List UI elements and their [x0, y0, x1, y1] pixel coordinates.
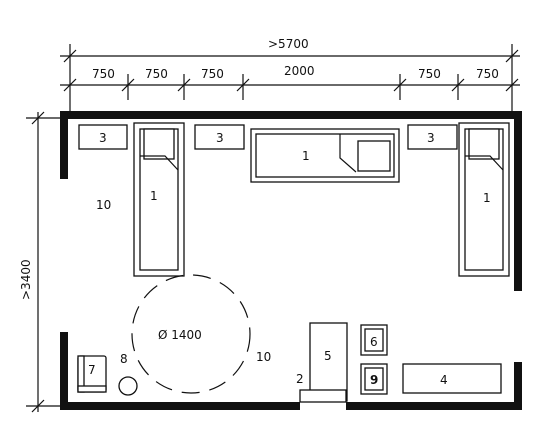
dim-overall-height: >3400 [19, 259, 33, 300]
round-table: 8 [118, 352, 138, 396]
item-9: 9 [360, 363, 388, 395]
dim-segment-1: 750 [92, 67, 115, 81]
furniture: 3 3 3 1 1 [77, 122, 510, 403]
bed-left: 1 [133, 122, 185, 277]
dimension-lines [26, 44, 520, 413]
bed-middle: 1 [250, 128, 400, 183]
bed-left-label: 1 [150, 189, 158, 203]
dimension-labels: >5700 750 750 750 2000 750 750 >3400 [19, 37, 499, 300]
svg-text:5: 5 [324, 349, 332, 363]
svg-text:4: 4 [440, 373, 448, 387]
chair: 7 [77, 355, 107, 393]
svg-text:2: 2 [296, 372, 304, 386]
bed-right: 1 [458, 122, 510, 277]
svg-text:3: 3 [99, 131, 107, 145]
dim-segment-2: 750 [145, 67, 168, 81]
svg-text:3: 3 [427, 131, 435, 145]
item-4: 4 [402, 363, 502, 394]
area-label-bottom: 10 [256, 350, 271, 364]
turning-circle-label: Ø 1400 [158, 328, 202, 342]
item-6: 6 [360, 324, 388, 356]
svg-text:7: 7 [88, 363, 96, 377]
dim-segment-6: 750 [476, 67, 499, 81]
dim-segment-5: 750 [418, 67, 441, 81]
svg-text:6: 6 [370, 335, 378, 349]
area-label-left: 10 [96, 198, 111, 212]
wardrobe: 5 [309, 322, 348, 402]
bedside-cabinet-left: 3 [78, 124, 128, 150]
svg-text:8: 8 [120, 352, 128, 366]
dim-overall-width: >5700 [268, 37, 309, 51]
bedside-cabinet-middle: 3 [194, 124, 245, 150]
bedside-cabinet-right: 3 [407, 124, 458, 150]
svg-text:3: 3 [216, 131, 224, 145]
turning-circle: Ø 1400 [131, 274, 251, 394]
bed-middle-label: 1 [302, 149, 310, 163]
dim-segment-3: 750 [201, 67, 224, 81]
door: 2 [296, 372, 347, 403]
bed-right-label: 1 [483, 191, 491, 205]
svg-text:9: 9 [370, 373, 378, 387]
walls [60, 111, 522, 410]
dim-segment-4: 2000 [284, 64, 315, 78]
